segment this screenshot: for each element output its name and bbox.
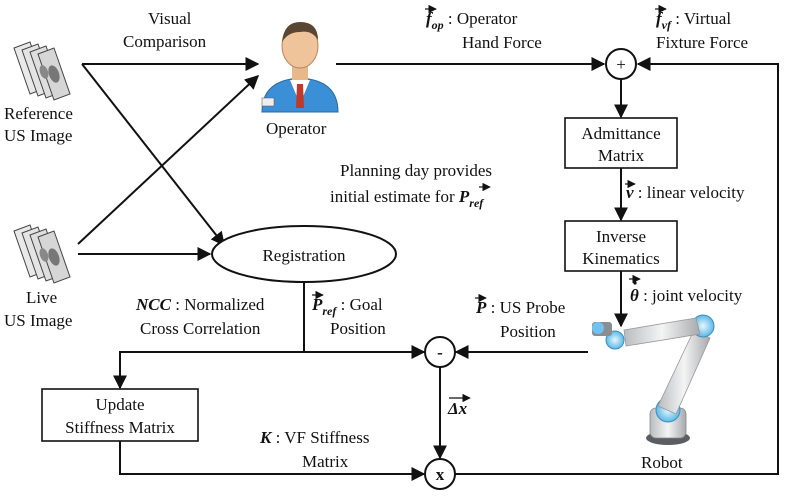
robot-arm-icon (592, 314, 715, 445)
svg-text:Fixture Force: Fixture Force (656, 33, 748, 52)
p-probe-label: P : US Probe Position (475, 293, 565, 341)
svg-text:Pref : Goal: Pref : Goal (311, 295, 383, 318)
ncc-to-update-arrow (113, 351, 304, 390)
svg-text:Δx: Δx (447, 399, 468, 418)
live-image-label-1: Live (26, 288, 57, 307)
multiply-node: x (424, 458, 456, 490)
sum-node: + (605, 48, 637, 80)
svg-text:Cross Correlation: Cross Correlation (140, 319, 261, 338)
live-to-operator-arrow (77, 75, 260, 245)
svg-text:Position: Position (330, 319, 386, 338)
ncc-label: NCC : Normalized Cross Correlation (135, 295, 265, 338)
svg-text:NCC : Normalized: NCC : Normalized (135, 295, 265, 314)
inverse-kinematics-label-2: Kinematics (582, 249, 659, 268)
svg-text:v : linear velocity: v : linear velocity (626, 183, 745, 202)
live-us-image-icon (13, 224, 71, 284)
f-vf-label: fvf : Virtual Fixture Force (655, 4, 748, 52)
svg-text:fvf : Virtual: fvf : Virtual (656, 9, 731, 32)
robot-label: Robot (641, 453, 683, 472)
admittance-label-2: Matrix (598, 146, 645, 165)
planning-note-line-2: initial estimate for Pref (330, 182, 491, 210)
f-op-label: fop : Operator Hand Force (425, 4, 542, 52)
linear-velocity-label: v : linear velocity (625, 179, 745, 202)
svg-text:initial estimate for Pref: initial estimate for Pref (330, 187, 484, 210)
p-ref-label: Pref : Goal Position (311, 290, 386, 338)
delta-x-label: Δx (447, 393, 471, 418)
stiffness-to-mult-arrow (119, 441, 426, 481)
admittance-label-1: Admittance (581, 124, 660, 143)
update-stiffness-label-1: Update (95, 395, 144, 414)
svg-text:P : US Probe: P : US Probe (475, 298, 565, 317)
admittance-matrix-box (564, 117, 678, 169)
inverse-kinematics-label-1: Inverse (596, 227, 646, 246)
reference-image-label-2: US Image (4, 126, 72, 145)
vf-force-feedback-line (440, 57, 779, 475)
operator-icon (261, 22, 339, 113)
update-stiffness-label-2: Stiffness Matrix (65, 418, 175, 437)
registration-label: Registration (262, 246, 346, 265)
reference-image-label-1: Reference (4, 104, 73, 123)
svg-text:Position: Position (500, 322, 556, 341)
inverse-kinematics-box (564, 220, 678, 272)
svg-text:-: - (437, 343, 443, 362)
operator-label: Operator (266, 119, 327, 138)
difference-node: - (424, 336, 456, 368)
svg-text:K : VF Stiffness: K : VF Stiffness (259, 428, 369, 447)
svg-text:Matrix: Matrix (302, 452, 349, 471)
svg-text:Hand Force: Hand Force (462, 33, 542, 52)
svg-text:+: + (616, 55, 626, 74)
visual-comparison-label-1: Visual (148, 9, 192, 28)
planning-note-line-1: Planning day provides (340, 161, 492, 180)
svg-text:x: x (436, 465, 445, 484)
live-image-label-2: US Image (4, 311, 72, 330)
update-stiffness-box (41, 388, 199, 442)
visual-comparison-label-2: Comparison (123, 32, 207, 51)
ref-to-registration-arrow (81, 63, 225, 247)
svg-text:fop : Operator: fop : Operator (426, 9, 518, 32)
svg-text:θ : joint velocity: θ : joint velocity (630, 286, 743, 305)
k-label: K : VF Stiffness Matrix (259, 428, 369, 471)
reference-us-image-icon (13, 41, 71, 101)
joint-velocity-label: θ : joint velocity (629, 274, 743, 305)
